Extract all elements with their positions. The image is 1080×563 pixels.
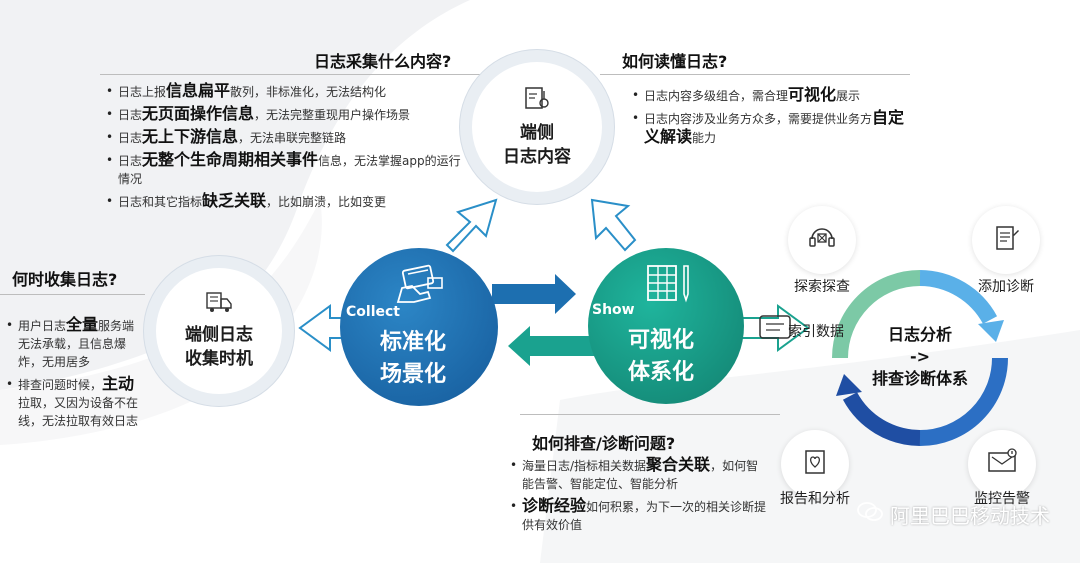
q-read-list: 日志内容多级组合，需合理可视化展示日志内容涉及业务方众多，需要提供业务方自定义解… — [630, 86, 920, 151]
index-data-icon — [758, 312, 794, 348]
left-circle-title-2: 收集时机 — [185, 349, 253, 369]
q-when-divider — [0, 294, 145, 295]
hand-card-icon — [394, 264, 446, 308]
emphasis-text: 缺乏关联 — [202, 191, 267, 210]
body-text: 海量日志/指标相关数据 — [522, 459, 647, 473]
emphasis-text: 无整个生命周期相关事件 — [142, 150, 319, 169]
top-center-title-1: 端侧 — [520, 123, 554, 143]
body-text: 能力 — [692, 131, 717, 145]
body-text: 日志内容多级组合，需合理 — [644, 89, 789, 103]
cycle-item-report: 报告和分析 — [780, 430, 850, 508]
q-what-item: 日志无页面操作信息，无法完整重现用户操作场景 — [104, 105, 464, 124]
emphasis-text: 主动 — [102, 374, 135, 393]
watermark-text: 阿里巴巴移动技术 — [890, 504, 1050, 528]
spreadsheet-pen-icon — [644, 262, 692, 308]
collect-circle: Collect 标准化 场景化 — [340, 248, 498, 406]
q-read-heading: 如何读懂日志? — [622, 52, 728, 71]
q-what-item: 日志无上下游信息，无法串联完整链路 — [104, 128, 464, 147]
emphasis-text: 无页面操作信息 — [142, 104, 255, 123]
document-thermometer-icon — [523, 85, 551, 115]
q-read-item: 日志内容多级组合，需合理可视化展示 — [630, 86, 920, 105]
emphasis-text: 无上下游信息 — [142, 127, 239, 146]
emphasis-text: 信息扁平 — [166, 81, 231, 100]
emphasis-text: 可视化 — [788, 85, 837, 104]
q-what-item: 日志上报信息扁平散列，非标准化，无法结构化 — [104, 82, 464, 101]
q-when-heading: 何时收集日志? — [12, 270, 118, 289]
show-line-1: 可视化 — [628, 328, 695, 353]
truck-document-icon — [204, 291, 234, 317]
checklist-icon — [991, 223, 1021, 257]
body-text: 日志 — [118, 108, 143, 122]
arrow-show-to-top — [590, 198, 637, 252]
cycle-item-index-data-label: 索引数据 — [788, 324, 844, 340]
watermark: 阿里巴巴移动技术 — [856, 500, 1050, 529]
show-tag: Show — [592, 302, 635, 318]
emphasis-text: 自定义解读 — [644, 108, 905, 146]
emphasis-text: 全量 — [66, 315, 99, 334]
show-line-2: 体系化 — [628, 360, 695, 385]
arrow-show-to-collect — [508, 326, 594, 366]
body-text: 日志上报 — [118, 85, 167, 99]
body-text: 信息，无法掌握app的运行情况 — [118, 154, 461, 186]
emphasis-text: 诊断经验 — [522, 496, 587, 515]
q-what-item: 日志和其它指标缺乏关联，比如崩溃，比如变更 — [104, 192, 464, 211]
show-circle: Show 可视化 体系化 — [588, 248, 744, 404]
top-center-title-2: 日志内容 — [503, 147, 571, 167]
q-diag-list: 海量日志/指标相关数据聚合关联，如何智能告警、智能定位、智能分析诊断经验如何积累… — [508, 456, 768, 538]
cycle-center-line-3: 排查诊断体系 — [871, 369, 968, 388]
emphasis-text: 聚合关联 — [646, 455, 711, 474]
q-diag-item: 诊断经验如何积累，为下一次的相关诊断提供有效价值 — [508, 497, 768, 534]
body-text: 服务端无法承载，且信息爆炸，无用居多 — [18, 319, 135, 369]
body-text: 用户日志 — [18, 319, 67, 333]
q-diag-divider — [520, 414, 780, 415]
q-diag-heading: 如何排查/诊断问题? — [532, 434, 676, 453]
cycle-item-monitor-label: 监控告警 — [974, 491, 1030, 507]
q-what-heading: 日志采集什么内容? — [314, 52, 452, 71]
wechat-icon — [856, 501, 884, 528]
q-when-item: 用户日志全量服务端无法承载，且信息爆炸，无用居多 — [4, 316, 144, 371]
q-when-list: 用户日志全量服务端无法承载，且信息爆炸，无用居多排查问题时候，主动拉取，又因为设… — [4, 316, 144, 434]
cycle-center-line-2: -> — [909, 347, 931, 366]
body-text: ，无法完整重现用户操作场景 — [254, 108, 411, 122]
cycle-item-add-diagnosis-label: 添加诊断 — [978, 279, 1034, 295]
body-text: 散列，非标准化，无法结构化 — [230, 85, 387, 99]
body-text: ，无法串联完整链路 — [238, 131, 347, 145]
q-what-divider — [100, 74, 490, 75]
headset-icon — [807, 223, 837, 257]
arrow-collect-to-top — [445, 198, 498, 253]
cycle-item-index-data: 索引数据 — [758, 312, 844, 348]
body-text: 日志和其它指标 — [118, 195, 203, 209]
monitor-alert-icon — [986, 447, 1018, 481]
body-text: 展示 — [836, 89, 861, 103]
cycle-item-explore-label: 探索探查 — [794, 279, 850, 295]
collect-line-2: 场景化 — [380, 362, 447, 387]
body-text: 日志 — [118, 131, 143, 145]
cycle-center-line-1: 日志分析 — [887, 325, 952, 344]
body-text: 排查问题时候， — [18, 378, 103, 392]
cycle-ring — [832, 270, 1008, 446]
collect-line-1: 标准化 — [380, 330, 447, 355]
body-text: ，如何智能告警、智能定位、智能分析 — [522, 459, 759, 491]
body-text: 如何积累，为下一次的相关诊断提供有效价值 — [522, 500, 767, 532]
q-read-item: 日志内容涉及业务方众多，需要提供业务方自定义解读能力 — [630, 109, 920, 147]
q-when-item: 排查问题时候，主动拉取，又因为设备不在线，无法拉取有效日志 — [4, 375, 144, 430]
cycle-item-monitor: 监控告警 — [968, 430, 1036, 508]
report-heart-icon — [800, 447, 830, 481]
arrow-collect-to-show — [492, 274, 576, 314]
cycle-item-add-diagnosis: 添加诊断 — [972, 206, 1040, 296]
cycle-center: 日志分析 -> 排查诊断体系 — [860, 324, 980, 390]
q-read-divider — [600, 74, 910, 75]
q-diag-item: 海量日志/指标相关数据聚合关联，如何智能告警、智能定位、智能分析 — [508, 456, 768, 493]
body-text: 日志内容涉及业务方众多，需要提供业务方 — [644, 112, 873, 126]
cycle-item-report-label: 报告和分析 — [780, 491, 850, 507]
q-what-item: 日志无整个生命周期相关事件信息，无法掌握app的运行情况 — [104, 151, 464, 188]
left-circle-title-1: 端侧日志 — [185, 325, 253, 345]
collect-tag: Collect — [346, 304, 400, 320]
q-what-list: 日志上报信息扁平散列，非标准化，无法结构化日志无页面操作信息，无法完整重现用户操… — [104, 82, 464, 215]
cycle-item-explore: 探索探查 — [788, 206, 856, 296]
body-text: 日志 — [118, 154, 143, 168]
body-text: 拉取，又因为设备不在线，无法拉取有效日志 — [18, 396, 139, 428]
body-text: ，比如崩溃，比如变更 — [266, 195, 387, 209]
